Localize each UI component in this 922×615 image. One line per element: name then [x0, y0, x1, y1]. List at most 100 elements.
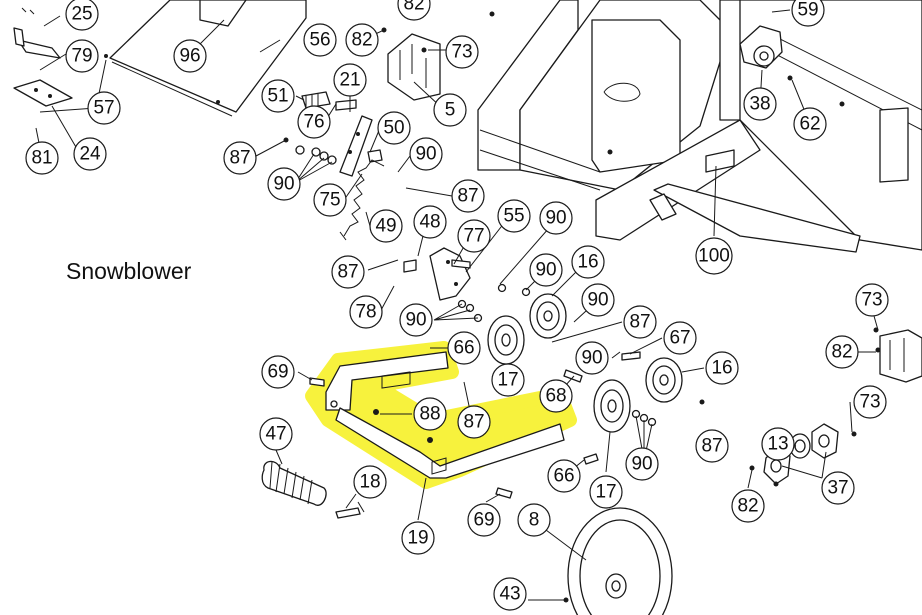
pin-part-18: [335, 501, 365, 519]
svg-text:67: 67: [669, 328, 690, 349]
svg-text:90: 90: [545, 208, 566, 229]
callout-77: 77: [457, 219, 491, 253]
svg-text:48: 48: [419, 212, 440, 233]
svg-text:21: 21: [339, 70, 360, 91]
callouts: 25 79 57 96 56 24 81 82 73 82 5 51 21 76…: [25, 0, 889, 611]
svg-text:90: 90: [587, 290, 608, 311]
svg-text:55: 55: [503, 206, 524, 227]
callout-76: 76: [297, 105, 331, 139]
bracket-part-48: [403, 247, 471, 301]
callout-16-right: 16: [705, 351, 739, 385]
svg-text:87: 87: [463, 412, 484, 433]
bracket-part-25: [13, 7, 61, 59]
callout-82-mid: 82: [345, 23, 379, 57]
idler-arm-part-19: [305, 341, 577, 489]
svg-text:73: 73: [451, 42, 472, 63]
svg-text:57: 57: [93, 98, 114, 119]
callout-13: 13: [761, 427, 795, 461]
callout-90-b: 90: [409, 137, 443, 171]
callout-56: 56: [303, 23, 337, 57]
svg-text:47: 47: [265, 424, 286, 445]
arm-part-21: [339, 115, 383, 177]
svg-text:51: 51: [267, 86, 288, 107]
callout-90-e: 90: [529, 253, 563, 287]
callout-66-lower: 66: [547, 459, 581, 493]
svg-text:87: 87: [701, 436, 722, 457]
svg-text:96: 96: [179, 46, 200, 67]
svg-text:87: 87: [457, 186, 478, 207]
pulley-part-16-right: [621, 351, 683, 403]
callout-82-lower: 82: [731, 489, 765, 523]
callout-87-b: 87: [451, 179, 485, 213]
callout-87-f: 87: [695, 429, 729, 463]
bolt-part-69: [309, 369, 599, 499]
callout-75: 75: [313, 183, 347, 217]
callout-37: 37: [821, 471, 855, 505]
svg-text:17: 17: [497, 370, 518, 391]
callout-90-c: 90: [539, 201, 573, 235]
pulley-part-8: [563, 507, 673, 615]
callout-79: 79: [65, 39, 99, 73]
svg-text:13: 13: [767, 434, 788, 455]
callout-90-f: 90: [581, 283, 615, 317]
callout-96: 96: [173, 39, 207, 73]
callout-25: 25: [65, 0, 99, 31]
svg-text:87: 87: [337, 262, 358, 283]
svg-text:87: 87: [629, 312, 650, 333]
callout-66-upper: 66: [447, 331, 481, 365]
callout-21: 21: [333, 63, 367, 97]
callout-19: 19: [401, 521, 435, 555]
callout-90-g: 90: [575, 341, 609, 375]
callout-8: 8: [517, 503, 551, 537]
svg-text:56: 56: [309, 30, 330, 51]
svg-text:90: 90: [631, 454, 652, 475]
plate-part-24: [13, 79, 73, 107]
svg-text:82: 82: [351, 30, 372, 51]
callout-17-lower: 17: [589, 475, 623, 509]
svg-text:25: 25: [71, 4, 92, 25]
svg-text:90: 90: [535, 260, 556, 281]
callout-49: 49: [369, 209, 403, 243]
callout-59: 59: [791, 0, 825, 27]
housing-frame: [477, 0, 922, 251]
svg-text:66: 66: [453, 338, 474, 359]
shaft-part-51: [301, 91, 357, 111]
bracket-part-5: [381, 27, 441, 101]
svg-text:90: 90: [581, 348, 602, 369]
callout-88: 88: [413, 397, 447, 431]
callout-87-e: 87: [457, 405, 491, 439]
svg-text:50: 50: [383, 118, 404, 139]
callout-100: 100: [695, 237, 733, 275]
bearing-part-38: [739, 25, 845, 107]
svg-text:79: 79: [71, 46, 92, 67]
callout-90-h: 90: [625, 447, 659, 481]
svg-text:19: 19: [407, 528, 428, 549]
callout-43: 43: [493, 577, 527, 611]
svg-text:8: 8: [529, 510, 540, 531]
callout-48: 48: [413, 205, 447, 239]
callout-69-lower: 69: [467, 503, 501, 537]
diagram-title: Snowblower: [66, 258, 192, 284]
svg-text:62: 62: [799, 114, 820, 135]
svg-text:69: 69: [473, 510, 494, 531]
washer-cluster-90: [283, 137, 337, 165]
svg-text:16: 16: [577, 252, 598, 273]
callout-5: 5: [433, 93, 467, 127]
svg-text:43: 43: [499, 584, 520, 605]
svg-text:90: 90: [415, 144, 436, 165]
svg-text:69: 69: [267, 362, 288, 383]
svg-text:17: 17: [595, 482, 616, 503]
svg-text:82: 82: [737, 496, 758, 517]
svg-text:82: 82: [831, 342, 852, 363]
callout-87-a: 87: [223, 141, 257, 175]
callout-38: 38: [743, 87, 777, 121]
svg-text:73: 73: [861, 290, 882, 311]
callout-67: 67: [663, 321, 697, 355]
svg-text:16: 16: [711, 358, 732, 379]
svg-text:87: 87: [229, 148, 250, 169]
callout-73-lower: 73: [853, 385, 887, 419]
callout-68: 68: [539, 379, 573, 413]
svg-text:78: 78: [355, 302, 376, 323]
pulley-part-16-upper: [497, 283, 567, 339]
